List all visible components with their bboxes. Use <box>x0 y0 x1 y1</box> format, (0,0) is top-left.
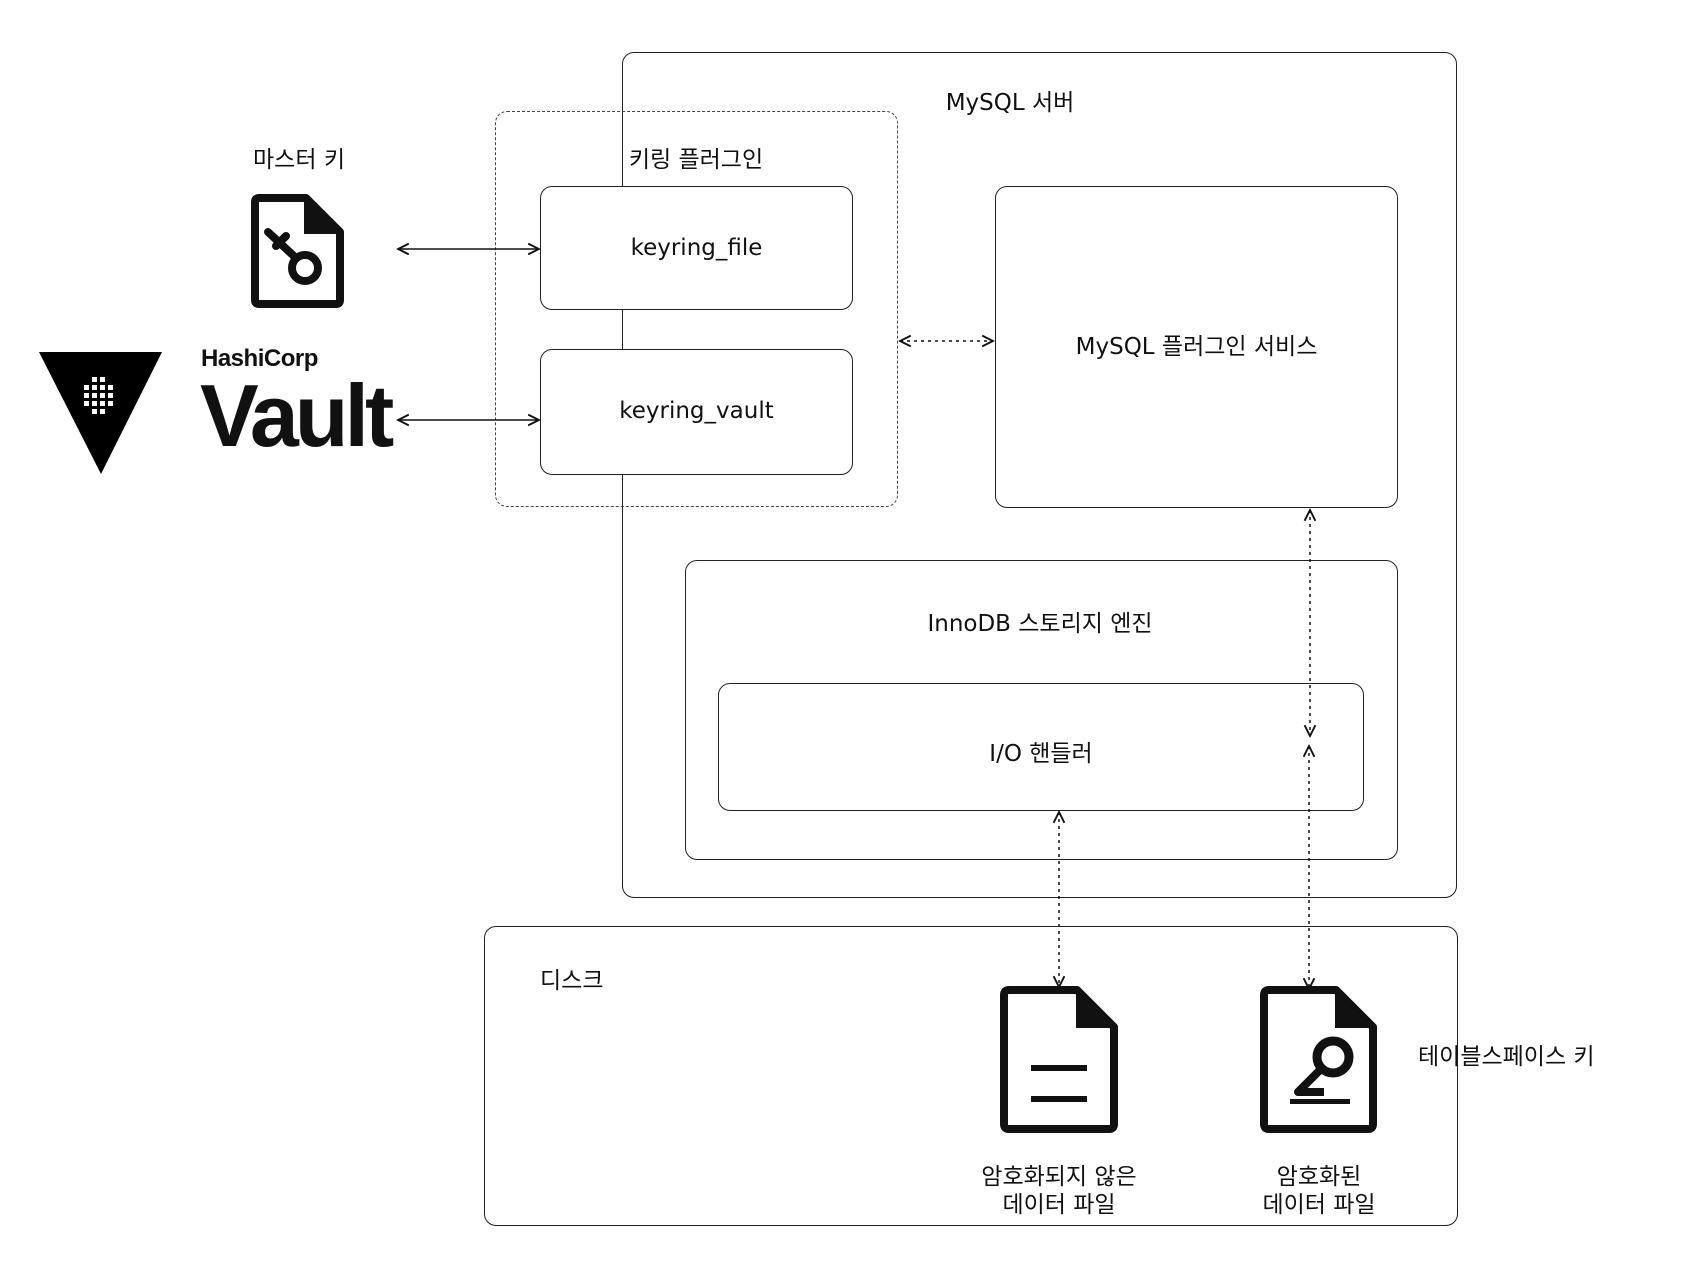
master-key-label: 마스터 키 <box>253 147 345 173</box>
vault-brand-small: HashiCorp <box>201 345 318 372</box>
plugin-service-label: MySQL 플러그인 서비스 <box>1075 334 1318 360</box>
plugin-service-box: MySQL 플러그인 서비스 <box>995 186 1398 508</box>
io-handler-box: I/O 핸들러 <box>718 683 1364 811</box>
encrypted-file-label-1: 암호화된 <box>1276 1164 1362 1190</box>
vault-brand-big: Vault <box>200 366 394 465</box>
unencrypted-file-label-2: 데이터 파일 <box>1002 1192 1116 1218</box>
keyring-vault-label: keyring_vault <box>619 398 774 424</box>
io-handler-label: I/O 핸들러 <box>989 741 1093 767</box>
innodb-title: InnoDB 스토리지 엔진 <box>927 611 1153 637</box>
mysql-server-title: MySQL 서버 <box>945 90 1075 116</box>
disk-title: 디스크 <box>540 968 604 994</box>
encrypted-file-icon <box>1260 986 1377 1133</box>
keyring-plugin-group <box>495 111 898 507</box>
keyring-vault-box: keyring_vault <box>540 349 853 475</box>
unencrypted-file-label-1: 암호화되지 않은 <box>981 1164 1137 1190</box>
unencrypted-file-icon <box>1000 986 1118 1133</box>
encrypted-file-label-2: 데이터 파일 <box>1262 1192 1376 1218</box>
keyring-file-label: keyring_file <box>630 235 763 261</box>
vault-logo <box>39 352 162 474</box>
keyring-plugin-title: 키링 플러그인 <box>628 147 764 173</box>
tablespace-key-label: 테이블스페이스 키 <box>1418 1044 1595 1070</box>
key-file-icon <box>251 194 344 308</box>
keyring-file-box: keyring_file <box>540 186 853 310</box>
